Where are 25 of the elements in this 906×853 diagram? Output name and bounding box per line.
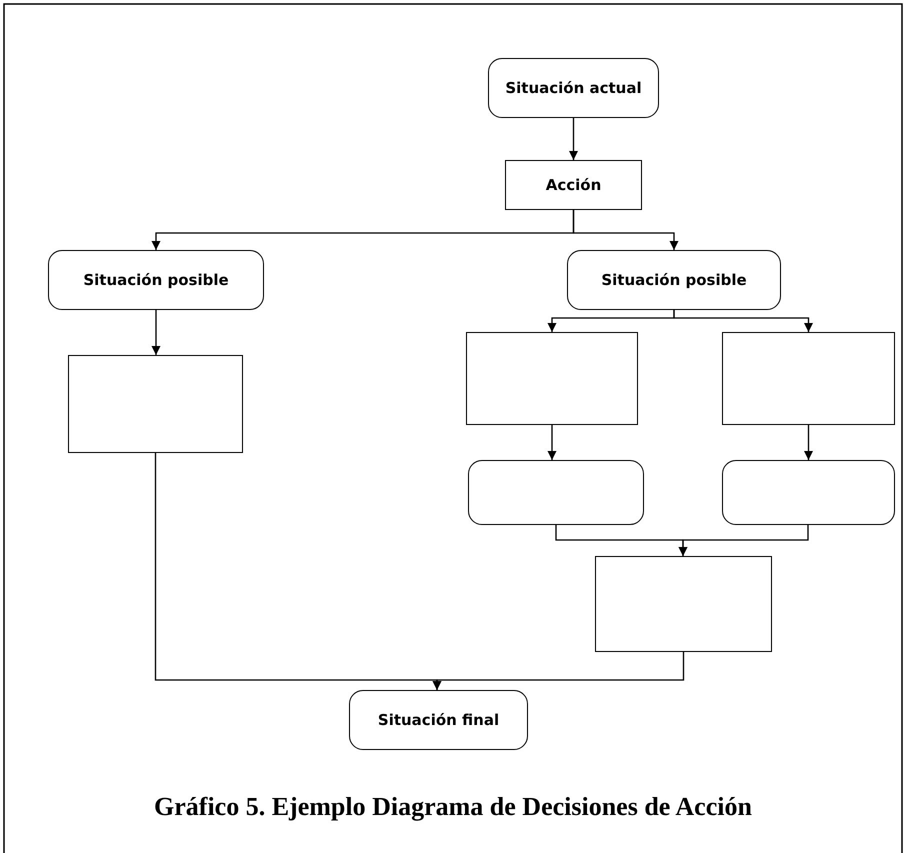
node-label: Situación posible [83,271,229,289]
node-label: Situación final [378,711,500,729]
rounded-box [488,58,659,118]
rounded-box [48,250,264,310]
empty-box [595,556,772,652]
empty-box [466,332,638,425]
arrow [548,425,556,460]
empty-box [722,332,895,425]
rounded-box [349,690,528,750]
node-label: Situación posible [601,271,747,289]
node-label: Acción [546,176,602,194]
arrow [432,652,684,690]
process-box [505,160,642,210]
arrow [569,118,578,160]
empty-box [722,460,895,525]
empty-box [68,355,243,453]
arrow [152,310,160,355]
node-label: Situación actual [505,79,642,97]
arrow [572,210,678,250]
arrow [804,425,813,460]
empty-box [468,460,644,525]
caption: Gráfico 5. Ejemplo Diagrama de Decisiones de Acción [154,792,752,822]
arrow [678,525,809,556]
rounded-box [567,250,781,310]
arrow [673,310,813,332]
